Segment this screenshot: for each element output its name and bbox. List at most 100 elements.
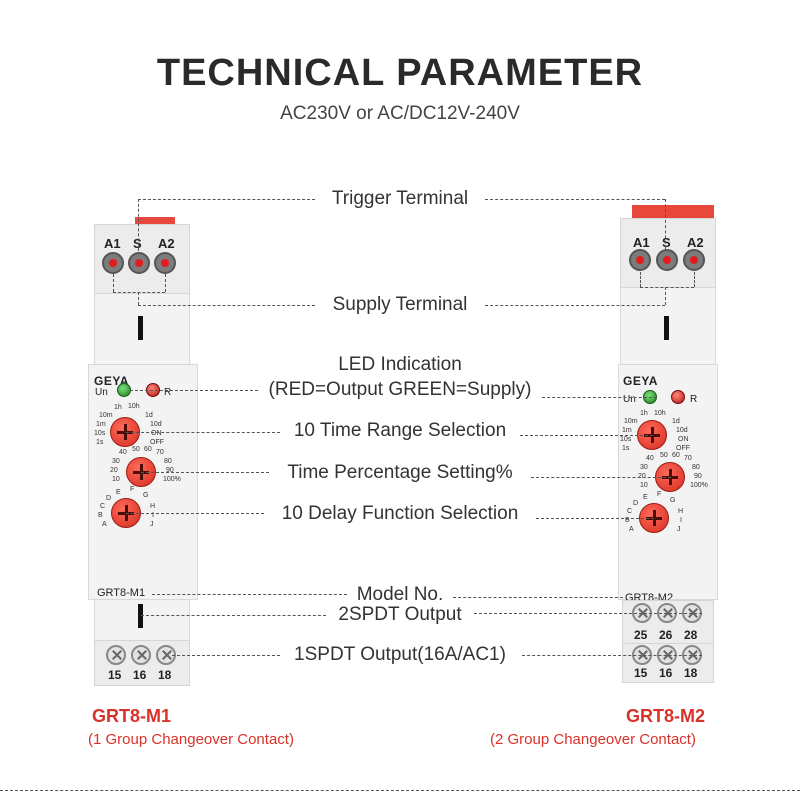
leader-line	[165, 274, 166, 292]
leader-line	[172, 655, 280, 656]
terminal-label-a2: A2	[158, 236, 175, 251]
scale-label: 60	[144, 446, 152, 453]
leader-line	[138, 305, 315, 306]
product-desc-m1: (1 Group Changeover Contact)	[88, 731, 294, 748]
scale-label: 1m	[96, 421, 106, 428]
leader-line	[536, 518, 654, 519]
scale-label: F	[130, 486, 135, 493]
terminal-label-s: S	[662, 235, 671, 250]
terminal-number: 28	[684, 628, 698, 642]
din-clip	[632, 205, 714, 219]
scale-label: J	[677, 526, 681, 533]
terminal-number: 15	[634, 666, 648, 680]
scale-label: 100%	[690, 482, 708, 489]
terminal-label-a1: A1	[104, 236, 121, 251]
leader-line	[113, 292, 165, 293]
led-label-r: R	[164, 387, 172, 398]
scale-label: 80	[692, 464, 700, 471]
leader-line	[138, 292, 139, 305]
scale-label: F	[657, 491, 662, 498]
product-name-m1: GRT8-M1	[92, 706, 172, 726]
scale-label: E	[116, 489, 121, 496]
scale-label: A	[102, 521, 107, 528]
scale-label: 70	[684, 455, 692, 462]
callout-2spdt-output: 2SPDT Output	[0, 603, 800, 627]
scale-label: C	[100, 503, 106, 510]
terminal-number: 18	[684, 666, 698, 680]
terminal-label-a1: A1	[633, 235, 650, 250]
time-range-knob[interactable]	[637, 420, 667, 450]
callout-time-percent: Time Percentage Setting%	[0, 461, 800, 485]
leader-line	[152, 594, 347, 595]
callout-led-description: (RED=Output GREEN=Supply)	[0, 378, 800, 402]
led-label-un: Un	[95, 387, 108, 398]
leader-line	[130, 390, 258, 391]
callout-1spdt-output: 1SPDT Output(16A/AC1)	[0, 643, 800, 667]
scale-label: ON	[678, 436, 689, 443]
screw-icon	[629, 249, 651, 271]
led-red-icon	[671, 390, 685, 404]
scale-label: OFF	[150, 439, 164, 446]
leader-line	[665, 199, 666, 249]
screw-icon	[131, 645, 151, 665]
scale-label: J	[150, 521, 154, 528]
product-desc-m2: (2 Group Changeover Contact)	[490, 731, 696, 748]
scale-label: 10m	[99, 412, 113, 419]
terminal-number: 25	[634, 628, 648, 642]
leader-line	[138, 199, 139, 251]
slot-icon	[138, 604, 143, 628]
leader-line	[141, 615, 326, 616]
callout-model-no: Model No.	[0, 583, 800, 607]
led-label-un: Un	[623, 394, 636, 405]
scale-label: 1m	[622, 427, 632, 434]
terminal-number: 26	[659, 628, 673, 642]
screw-icon	[102, 252, 124, 274]
scale-label: 1h	[114, 404, 122, 411]
scale-label: H	[678, 508, 684, 515]
leader-line	[141, 472, 269, 473]
leader-line	[694, 272, 695, 287]
leader-line	[522, 655, 702, 656]
scale-label: 90	[166, 467, 174, 474]
terminal-label-s: S	[133, 236, 142, 251]
scale-label: A	[629, 526, 634, 533]
time-range-knob[interactable]	[110, 417, 140, 447]
screw-icon	[154, 252, 176, 274]
scale-label: B	[625, 517, 630, 524]
delay-function-knob[interactable]	[639, 503, 669, 533]
leader-line	[113, 274, 114, 292]
terminal-number: 15	[108, 668, 122, 682]
scale-label: B	[98, 512, 103, 519]
brand-logo: GEYA	[623, 374, 658, 388]
scale-label: 30	[112, 458, 120, 465]
leader-line	[520, 435, 653, 436]
leader-line	[126, 432, 280, 433]
leader-line	[474, 613, 702, 614]
callout-delay-function: 10 Delay Function Selection	[0, 502, 800, 526]
scale-label: 10h	[654, 410, 666, 417]
scale-label: H	[150, 503, 156, 510]
scale-label: OFF	[676, 445, 690, 452]
scale-label: 40	[646, 455, 654, 462]
scale-label: I	[152, 512, 154, 519]
scale-label: 60	[672, 452, 680, 459]
terminal-number: 18	[158, 668, 172, 682]
screw-icon	[683, 249, 705, 271]
scale-label: 1h	[640, 410, 648, 417]
scale-label: 10d	[150, 421, 162, 428]
terminal-label-a2: A2	[687, 235, 704, 250]
model-label: GRT8-M1	[97, 587, 146, 599]
scale-label: G	[670, 497, 676, 504]
scale-label: E	[643, 494, 648, 501]
scale-label: 1d	[145, 412, 153, 419]
scale-label: G	[143, 492, 149, 499]
callout-time-range: 10 Time Range Selection	[0, 419, 800, 443]
terminal-number: 16	[659, 666, 673, 680]
bottom-divider	[0, 790, 800, 791]
leader-line	[542, 397, 657, 398]
scale-label: 1s	[96, 439, 104, 446]
voltage-subtitle: AC230V or AC/DC12V-240V	[280, 103, 520, 124]
leader-line	[126, 513, 264, 514]
scale-label: 10s	[620, 436, 632, 443]
scale-label: 70	[156, 449, 164, 456]
